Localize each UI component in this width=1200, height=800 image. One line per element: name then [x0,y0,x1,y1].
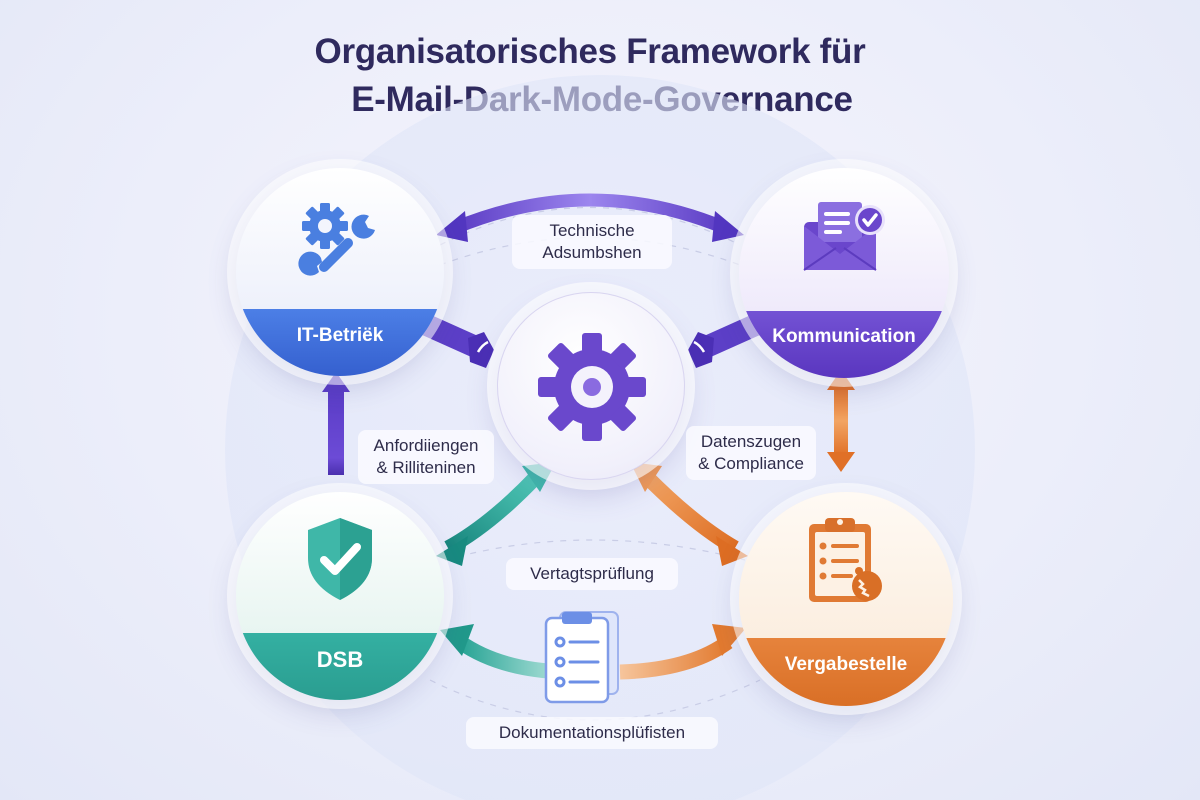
node-dsb[interactable]: DSB [236,492,444,700]
label-dokumentationspflichten: Dokumentationsplüfisten [466,717,718,749]
arrow-dsb-it [322,372,350,475]
node-kommunikation[interactable]: Kommunication [739,168,949,378]
arrow-it-kommunikation [436,193,744,242]
label-right-line-1: Datenszugen [700,432,802,451]
node-vergabestelle[interactable]: Vergabestelle [739,492,953,706]
arrow-docs-vergabestelle [619,624,746,680]
label-vertragspruefung: Vertagtsprüflung [506,558,678,590]
label-top-line-1: Technische [549,221,635,240]
label-anforderungen-richtlinien: Anfordiiengen & Rilliteninen [358,430,494,484]
node-vergabestelle-label: Vergabestelle [784,653,908,675]
label-left-line-1: Anfordiiengen [373,436,479,455]
node-kommunikation-label: Kommunication [772,326,916,348]
node-it-betrieb-label: IT-Betriëk [296,324,384,346]
document-checklist-icon [544,611,619,704]
gear-wrench-icon [298,203,375,276]
node-it-betrieb[interactable]: IT-Betriëk [236,168,444,376]
label-technische-abstimmungen: Technische Adsumbshen [512,215,672,269]
label-left-line-2: & Rilliteninen [376,458,476,477]
gear-icon [538,333,646,441]
title-line-1: Organisatorisches Framework für [314,32,866,71]
shield-check-icon [308,518,372,600]
node-dsb-label: DSB [316,646,364,672]
label-top-line-2: Adsumbshen [542,243,642,262]
clipboard-checklist-icon [809,518,882,602]
label-right-line-2: & Compliance [698,454,804,473]
label-datenschutz-compliance: Datenszugen & Compliance [686,426,816,480]
center-governance-node[interactable] [497,292,685,480]
dashed-guides [429,206,761,721]
arrow-kommunikation-vergabestelle [827,370,855,472]
label-bottom-mid: Vertagtsprüflung [530,564,654,583]
envelope-check-icon [803,202,885,271]
label-bottom: Dokumentationsplüfisten [498,723,686,742]
